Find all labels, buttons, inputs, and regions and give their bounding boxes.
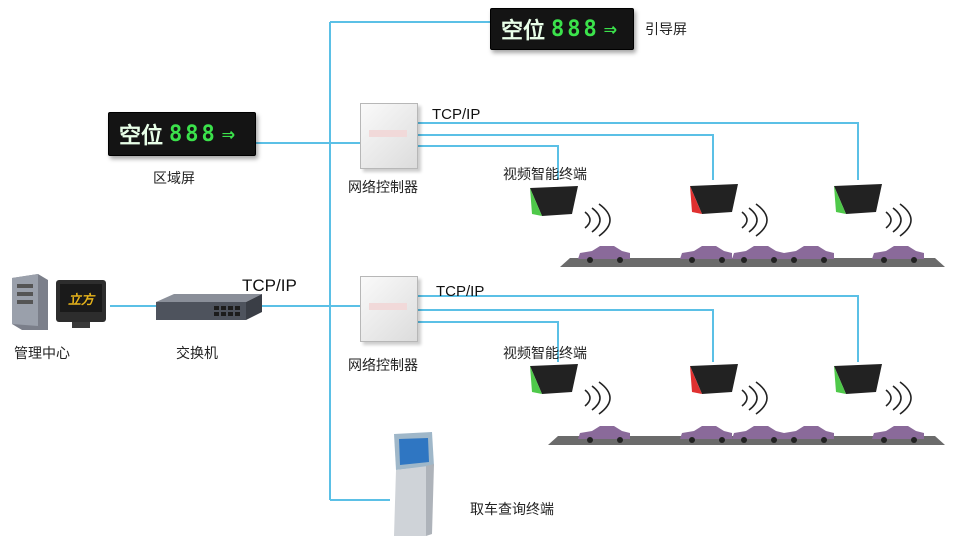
area-screen-label: 区域屏 — [153, 171, 195, 187]
car-icon — [732, 426, 784, 443]
sensor-icon — [690, 364, 738, 394]
switch-label: 交换机 — [176, 346, 218, 362]
sensor-icon — [530, 364, 578, 394]
car-icon — [872, 246, 924, 263]
switch-icon — [156, 294, 262, 320]
sign-text: 空位 — [119, 124, 164, 149]
controller-plate — [369, 303, 407, 310]
kiosk-icon — [394, 432, 434, 536]
arrow-icon: ⇒ — [221, 121, 236, 147]
monitor-stand — [72, 322, 90, 328]
car-icon — [782, 426, 834, 443]
car-icon — [680, 426, 732, 443]
tcpip-row1-label: TCP/IP — [432, 106, 481, 123]
sensor-icon — [834, 364, 882, 394]
car-icon — [578, 246, 630, 263]
kiosk-label: 取车查询终端 — [470, 502, 554, 518]
sign-text: 空位 — [501, 19, 546, 44]
tcpip-main-label: TCP/IP — [242, 276, 297, 295]
network-controller-2-label: 网络控制器 — [348, 358, 418, 374]
management-center-label: 管理中心 — [14, 346, 70, 362]
sign-digits: 888 — [169, 121, 218, 147]
sign-digits: 888 — [551, 16, 600, 42]
monitor-logo: 立方 — [67, 292, 94, 308]
video-terminal-label-1: 视频智能终端 — [503, 167, 587, 183]
car-icon — [732, 246, 784, 263]
parking-floor-1 — [560, 258, 945, 267]
arrow-icon: ⇒ — [603, 16, 618, 42]
controller-plate — [369, 130, 407, 137]
monitor-icon: 立方 — [56, 280, 106, 322]
car-icon — [872, 426, 924, 443]
sensor-icon — [530, 186, 578, 216]
video-terminal-label-2: 视频智能终端 — [503, 346, 587, 362]
network-controller-2 — [360, 276, 418, 342]
monitor-screen: 立方 — [60, 284, 102, 312]
area-screen-sign: 空位 888 ⇒ — [108, 112, 256, 156]
tcpip-row2-label: TCP/IP — [436, 283, 485, 300]
sensor-icon — [690, 184, 738, 214]
sensor-icon — [834, 184, 882, 214]
guide-screen-label: 引导屏 — [645, 22, 687, 38]
guide-screen-sign: 空位 888 ⇒ — [490, 8, 634, 50]
server-icon — [12, 274, 48, 330]
network-controller-1-label: 网络控制器 — [348, 180, 418, 196]
car-icon — [782, 246, 834, 263]
car-icon — [578, 426, 630, 443]
car-icon — [680, 246, 732, 263]
network-controller-1 — [360, 103, 418, 169]
